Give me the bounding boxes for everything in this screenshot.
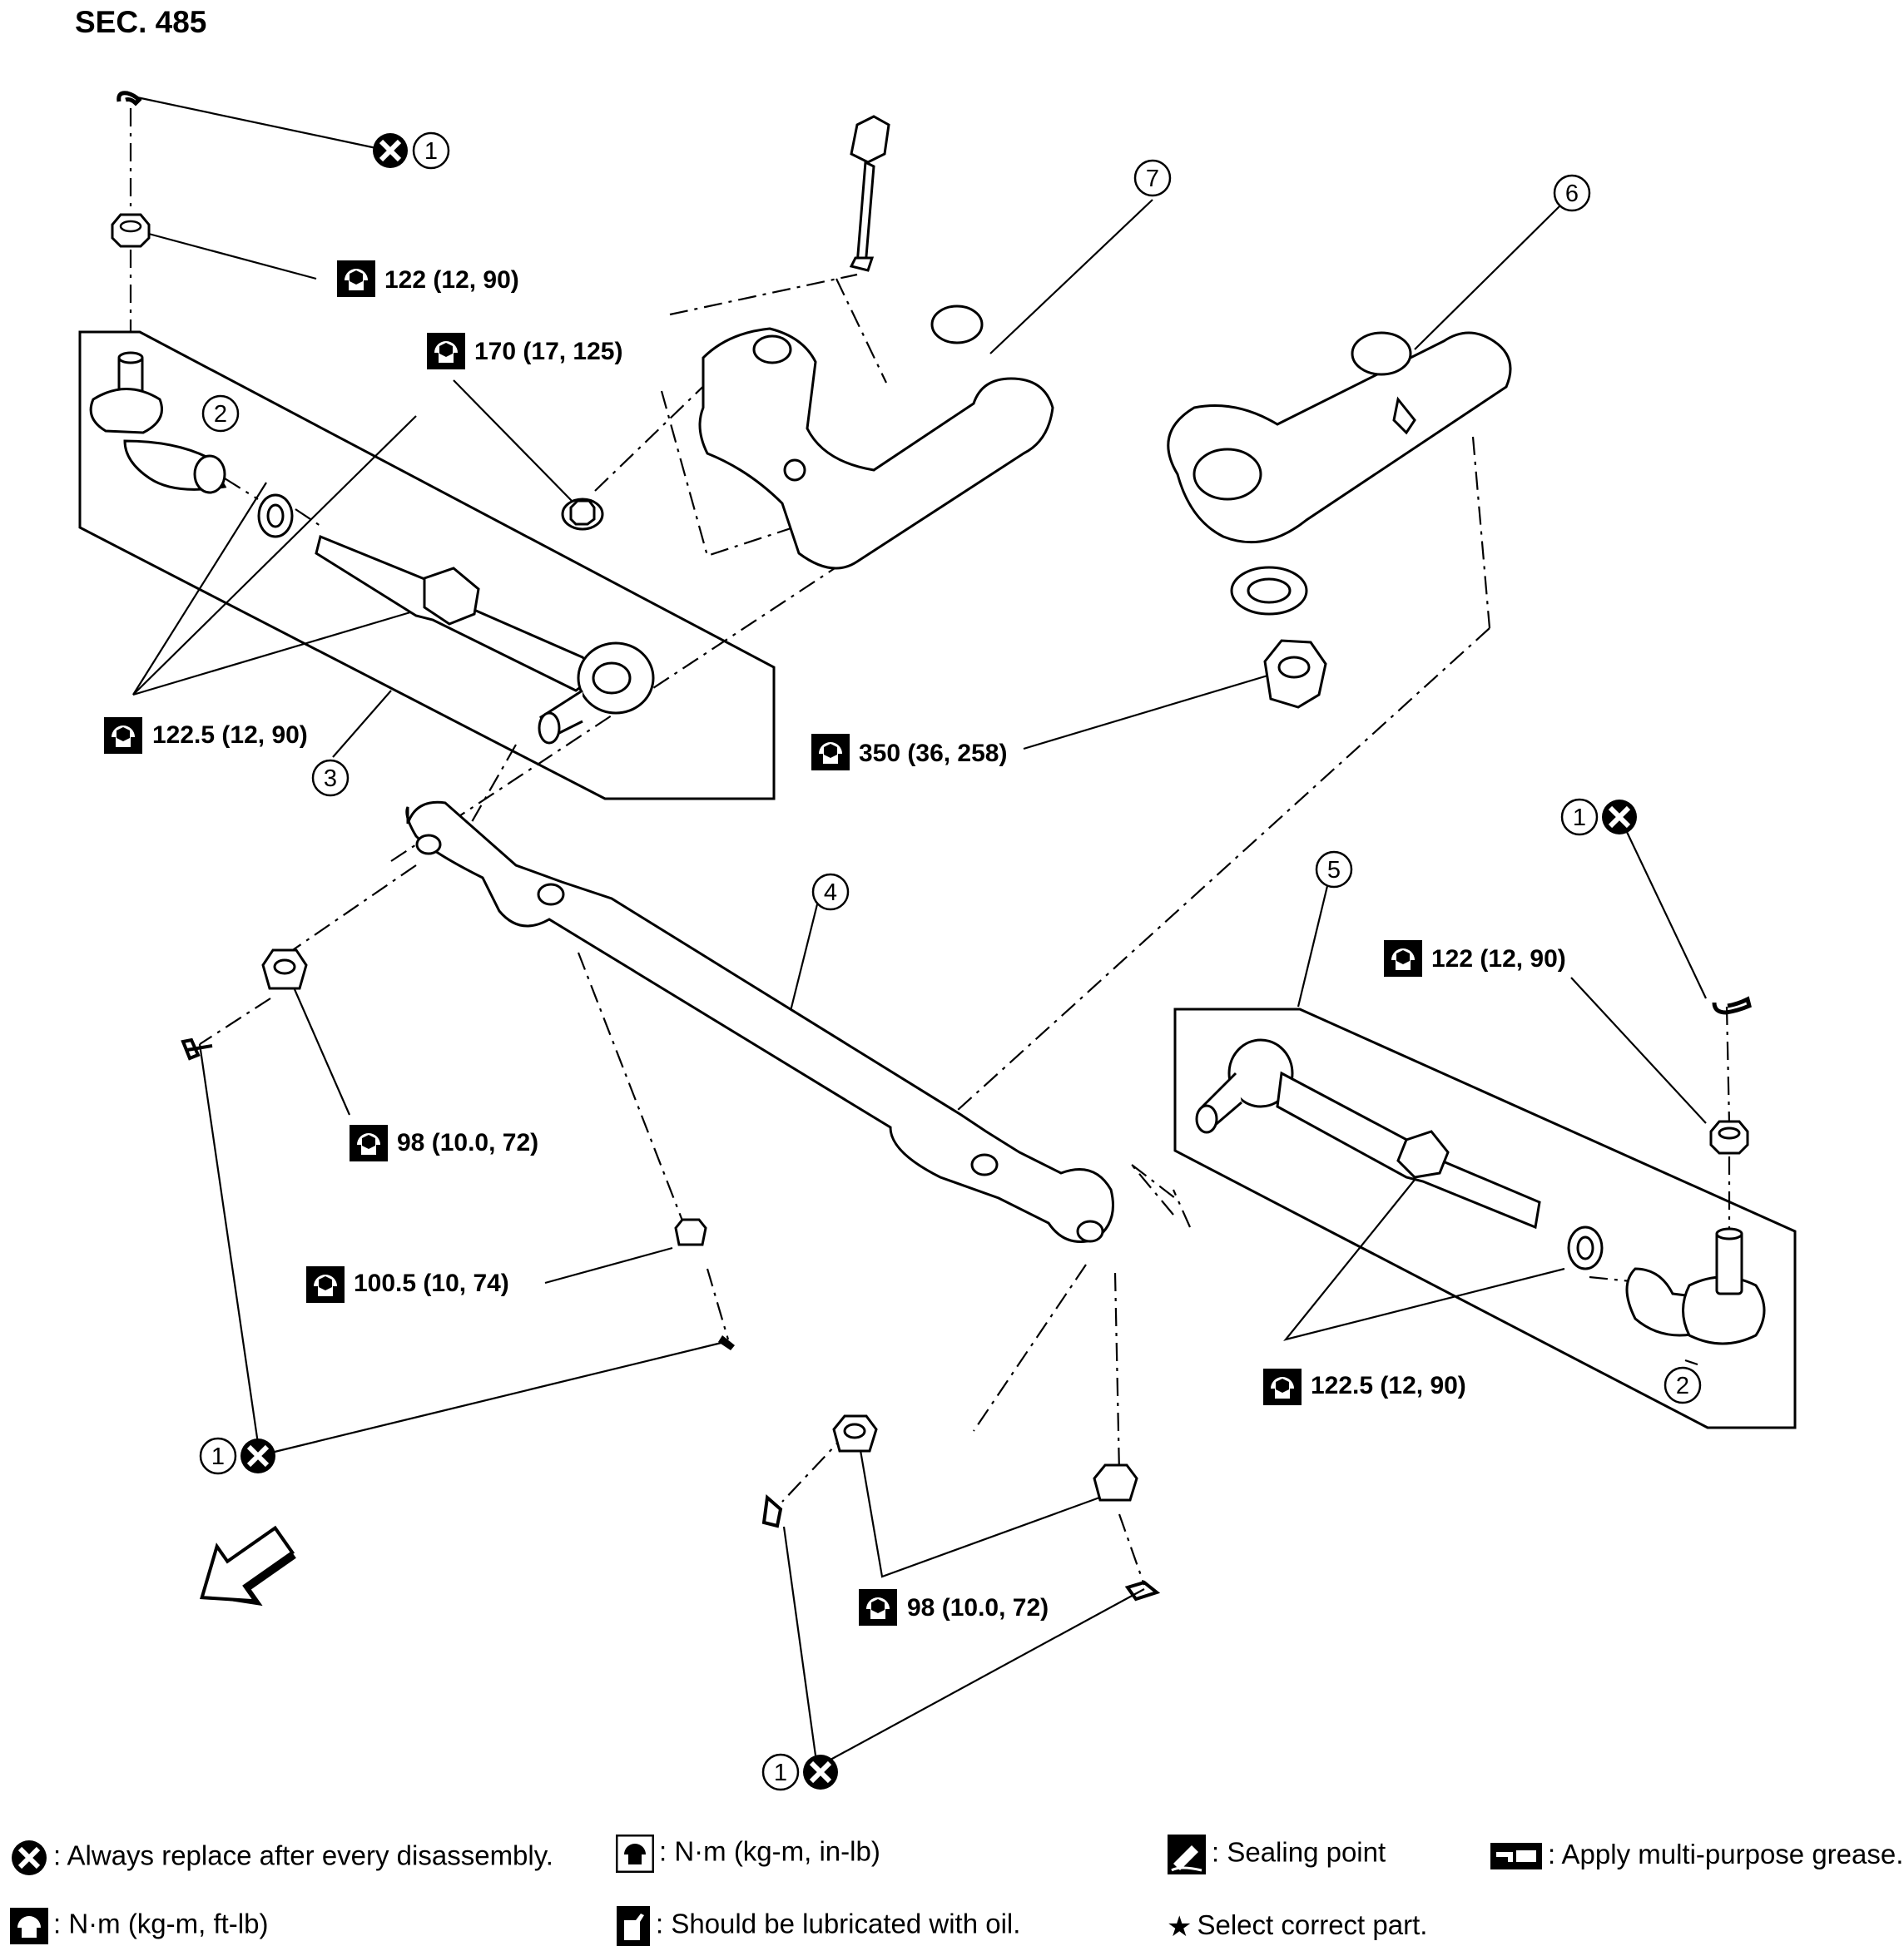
callout-1-top: 1	[373, 133, 450, 168]
idler-arm	[698, 115, 1054, 570]
callout-6: 6	[1553, 174, 1591, 212]
torque-label-122-5-right: 122.5 (12, 90)	[1263, 1369, 1466, 1405]
svg-text:122 (12, 90): 122 (12, 90)	[384, 266, 519, 294]
svg-text:122.5 (12, 90): 122.5 (12, 90)	[152, 721, 308, 749]
legend-oil-text: : Should be lubricated with oil.	[656, 1908, 1021, 1939]
svg-text:1: 1	[1573, 805, 1586, 831]
svg-text:170 (17, 125): 170 (17, 125)	[474, 338, 622, 365]
legend-replace: : Always replace after every disassembly…	[10, 1839, 553, 1877]
svg-text:7: 7	[1146, 166, 1159, 192]
torque-label-98-left: 98 (10.0, 72)	[350, 1125, 538, 1161]
callout-1-right: 1	[1560, 800, 1637, 834]
callout-1-left-bottom: 1	[199, 1438, 275, 1473]
torque-label-350: 350 (36, 258)	[811, 734, 1007, 770]
sealant-icon	[1168, 1835, 1206, 1874]
star-icon: ★	[1167, 1911, 1192, 1944]
legend-select-text: Select correct part.	[1197, 1909, 1428, 1940]
torque-wrench-icon	[306, 1266, 345, 1303]
oil-can-icon	[617, 1906, 650, 1946]
nut-idler-lower	[674, 1218, 707, 1246]
pitman-arm-nut	[1263, 639, 1327, 709]
torque-wrench-icon	[427, 333, 465, 369]
legend-grease-text: : Apply multi-purpose grease.	[1548, 1839, 1904, 1869]
legend-oil: : Should be lubricated with oil.	[616, 1905, 1020, 1947]
torque-label-122-upper-left: 122 (12, 90)	[337, 260, 519, 297]
center-link	[405, 800, 1114, 1243]
callout-7: 7	[1133, 159, 1172, 197]
svg-text:100.5 (10, 74): 100.5 (10, 74)	[354, 1270, 509, 1297]
castle-nut-right	[1709, 1120, 1749, 1155]
callout-3: 3	[311, 759, 350, 797]
svg-text:98 (10.0, 72): 98 (10.0, 72)	[397, 1129, 538, 1156]
legend-sealing: : Sealing point	[1167, 1834, 1386, 1875]
grease-gun-icon	[1490, 1843, 1542, 1870]
torque-wrench-icon	[1263, 1369, 1302, 1405]
callout-4: 4	[811, 873, 850, 911]
lock-nut-left	[257, 493, 294, 538]
torque-wrench-small-icon	[616, 1835, 654, 1873]
torque-label-122-right: 122 (12, 90)	[1384, 940, 1566, 977]
callout-1-bottom: 1	[761, 1755, 838, 1790]
torque-wrench-icon	[350, 1125, 388, 1161]
pitman-arm	[1167, 331, 1512, 544]
callout-2-left: 2	[201, 394, 240, 433]
lock-washer	[1230, 566, 1308, 616]
nut-center-right	[832, 1414, 878, 1453]
torque-wrench-icon	[10, 1908, 48, 1944]
nut-center-left	[261, 948, 308, 990]
tie-rod-assembly-box-right	[1173, 1008, 1797, 1429]
svg-text:2: 2	[214, 401, 227, 428]
replace-cross-icon	[373, 133, 408, 168]
tie-rod-assembly-right	[1195, 1038, 1541, 1230]
outer-tie-rod-end-right	[1625, 1227, 1766, 1345]
torque-wrench-icon	[104, 717, 142, 754]
torque-label-98-right: 98 (10.0, 72)	[859, 1589, 1049, 1626]
torque-wrench-icon	[337, 260, 375, 297]
torque-label-122-5-left: 122.5 (12, 90)	[104, 717, 308, 754]
svg-text:122.5 (12, 90): 122.5 (12, 90)	[1311, 1372, 1466, 1399]
inner-tie-rod-left	[315, 534, 655, 745]
callout-5: 5	[1315, 850, 1353, 889]
torque-label-170: 170 (17, 125)	[427, 333, 622, 369]
replace-cross-icon	[12, 1840, 47, 1875]
section-title: SEC. 485	[75, 5, 207, 39]
tie-rod-assembly-box-left	[78, 330, 776, 800]
legend-replace-text: : Always replace after every disassembly…	[53, 1840, 553, 1871]
torque-wrench-icon	[811, 734, 850, 770]
legend-nm-inlb-text: : N·m (kg-m, in-lb)	[659, 1835, 880, 1867]
svg-text:4: 4	[824, 879, 837, 906]
replace-cross-icon	[240, 1438, 275, 1473]
svg-text:1: 1	[774, 1760, 787, 1786]
svg-text:98 (10.0, 72): 98 (10.0, 72)	[907, 1594, 1049, 1622]
svg-text:122 (12, 90): 122 (12, 90)	[1431, 945, 1566, 973]
castle-nut-upper-left	[111, 213, 151, 248]
lock-nut-right	[1567, 1226, 1604, 1270]
legend-nm-inlb: : N·m (kg-m, in-lb)	[616, 1835, 880, 1873]
svg-text:3: 3	[324, 765, 337, 792]
callout-2-right: 2	[1664, 1366, 1702, 1404]
legend-sealing-text: : Sealing point	[1212, 1836, 1386, 1868]
svg-text:1: 1	[424, 138, 438, 165]
nut-pitman-lower	[1093, 1463, 1138, 1502]
legend-select: ★Select correct part.	[1167, 1909, 1427, 1944]
svg-text:350 (36, 258): 350 (36, 258)	[859, 740, 1007, 767]
replace-cross-icon	[1602, 800, 1637, 834]
outer-tie-rod-end-left	[89, 351, 227, 494]
legend-grease: : Apply multi-purpose grease.	[1490, 1839, 1903, 1870]
replace-cross-icon	[803, 1755, 838, 1790]
torque-label-100-5: 100.5 (10, 74)	[306, 1266, 509, 1303]
legend-nm-ftlb: : N·m (kg-m, ft-lb)	[10, 1908, 268, 1944]
svg-text:6: 6	[1565, 181, 1579, 207]
svg-text:5: 5	[1327, 857, 1341, 884]
flange-nut-idler	[561, 498, 604, 531]
torque-wrench-icon	[859, 1589, 897, 1626]
svg-text:2: 2	[1676, 1373, 1689, 1399]
torque-wrench-icon	[1384, 940, 1422, 977]
front-arrow-icon	[200, 1525, 296, 1607]
svg-text:1: 1	[211, 1443, 225, 1470]
legend-nm-ftlb-text: : N·m (kg-m, ft-lb)	[53, 1908, 269, 1939]
